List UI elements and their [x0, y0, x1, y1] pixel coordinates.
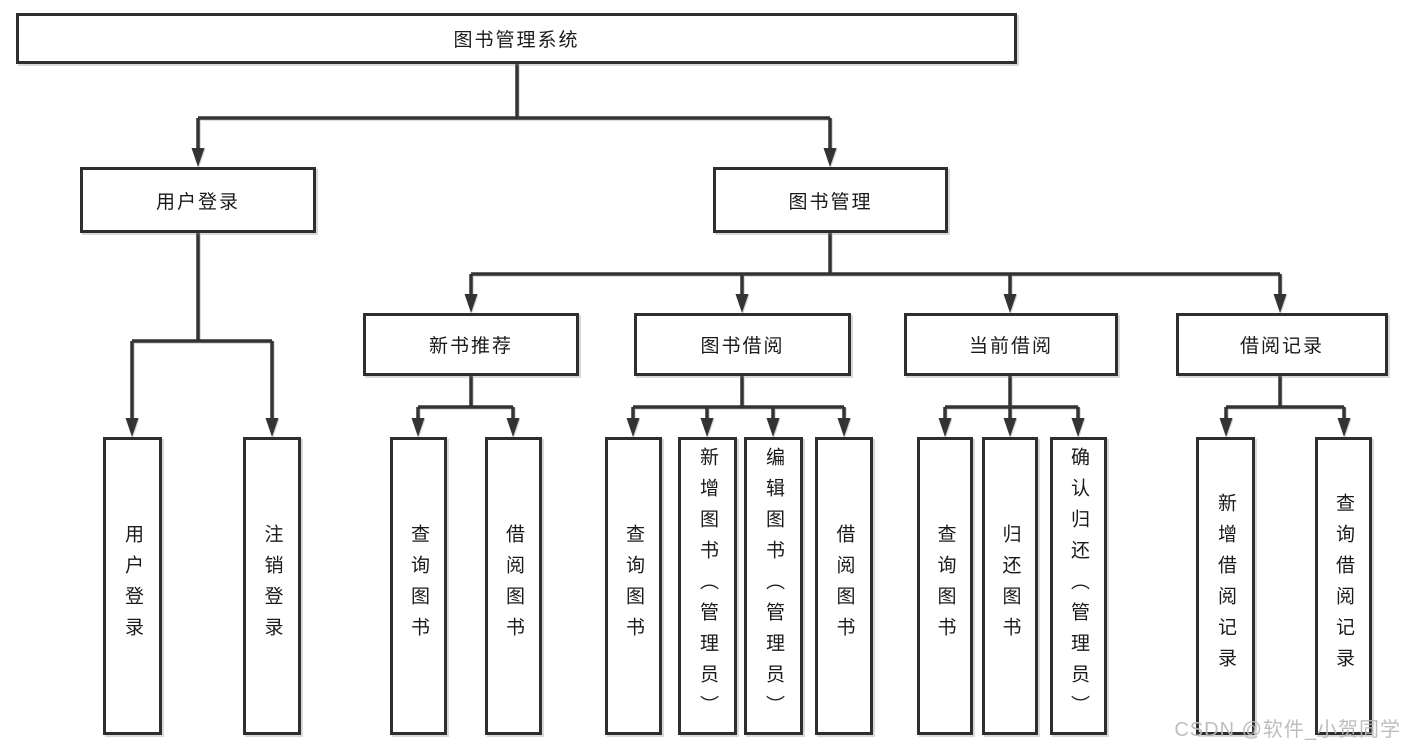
node-leaf-return-books-label: 归还图书: [999, 524, 1021, 648]
node-leaf-logout: 注销登录: [243, 437, 301, 735]
node-leaf-query-books-borrowing: 查询图书: [605, 437, 662, 735]
node-leaf-borrow-books: 借阅图书: [815, 437, 873, 735]
node-book-management-label: 图书管理: [788, 191, 873, 213]
node-book-borrowing: 图书借阅: [634, 313, 851, 376]
node-leaf-query-books-current: 查询图书: [917, 437, 973, 735]
node-leaf-query-books-current-label: 查询图书: [934, 524, 956, 648]
node-leaf-logout-label: 注销登录: [261, 524, 283, 648]
node-leaf-add-books-admin: 新增图书（管理员）: [678, 437, 737, 735]
node-leaf-edit-books-admin-label: 编辑图书（管理员）: [763, 446, 784, 726]
node-book-borrowing-label: 图书借阅: [700, 336, 785, 357]
node-user-login-label: 用户登录: [155, 191, 240, 213]
node-leaf-query-books-recommend: 查询图书: [390, 437, 447, 735]
node-leaf-confirm-return-admin: 确认归还（管理员）: [1050, 437, 1107, 735]
node-leaf-confirm-return-admin-label: 确认归还（管理员）: [1068, 446, 1089, 726]
node-leaf-borrow-books-recommend-label: 借阅图书: [503, 524, 524, 648]
node-leaf-user-login-label: 用户登录: [122, 524, 143, 648]
node-borrowing-records-label: 借阅记录: [1239, 336, 1324, 357]
node-current-borrowing-label: 当前借阅: [968, 336, 1053, 357]
node-leaf-borrow-books-label: 借阅图书: [833, 524, 855, 648]
node-leaf-add-books-admin-label: 新增图书（管理员）: [697, 446, 718, 726]
node-leaf-query-borrow-record: 查询借阅记录: [1315, 437, 1372, 735]
node-current-borrowing: 当前借阅: [904, 313, 1118, 376]
node-leaf-add-borrow-record-label: 新增借阅记录: [1215, 493, 1236, 679]
node-new-book-recommend: 新书推荐: [363, 313, 579, 376]
node-new-book-recommend-label: 新书推荐: [428, 336, 513, 357]
node-leaf-query-books-recommend-label: 查询图书: [408, 524, 429, 648]
node-leaf-query-borrow-record-label: 查询借阅记录: [1333, 493, 1354, 679]
node-user-login: 用户登录: [80, 167, 316, 233]
node-library-system-label: 图书管理系统: [453, 30, 580, 51]
node-book-management: 图书管理: [713, 167, 948, 233]
arrowheads: [125, 148, 1351, 437]
node-leaf-add-borrow-record: 新增借阅记录: [1196, 437, 1255, 735]
node-leaf-borrow-books-recommend: 借阅图书: [485, 437, 542, 735]
node-leaf-user-login: 用户登录: [103, 437, 162, 735]
node-leaf-return-books: 归还图书: [982, 437, 1038, 735]
node-leaf-query-books-borrowing-label: 查询图书: [623, 524, 644, 648]
node-borrowing-records: 借阅记录: [1176, 313, 1388, 376]
node-leaf-edit-books-admin: 编辑图书（管理员）: [744, 437, 803, 735]
csdn-watermark: CSDN @软件_小贺同学: [1174, 719, 1401, 741]
node-library-system: 图书管理系统: [16, 13, 1017, 64]
